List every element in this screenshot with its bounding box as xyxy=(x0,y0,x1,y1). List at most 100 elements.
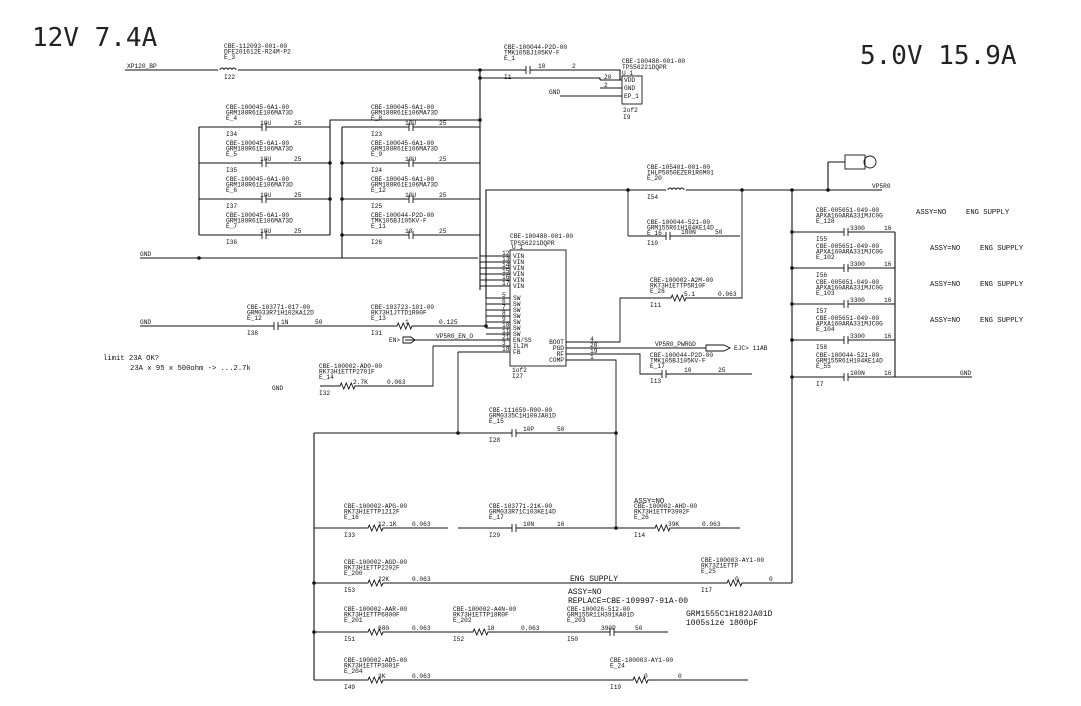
svg-text:I23: I23 xyxy=(371,131,382,138)
net-input-label: XP120_BP xyxy=(127,63,157,70)
svg-text:GND: GND xyxy=(624,85,635,92)
svg-text:0.125: 0.125 xyxy=(439,319,458,326)
svg-text:11: 11 xyxy=(502,328,510,335)
svg-text:GRM033R71H102KA12D: GRM033R71H102KA12D xyxy=(247,310,314,317)
svg-text:16: 16 xyxy=(884,370,892,377)
svg-text:RK73H1ETTP3001F: RK73H1ETTP3001F xyxy=(344,663,400,670)
svg-text:CBE-005651-049-00: CBE-005651-049-00 xyxy=(816,243,879,250)
svg-text:ENG SUPPLY: ENG SUPPLY xyxy=(980,317,1024,325)
capacitor-c12b: CBE-103771-017-00GRM033R71H102KA12DE_121… xyxy=(247,304,323,337)
svg-text:GRM188R61E106MA73D: GRM188R61E106MA73D xyxy=(226,182,293,189)
svg-text:50: 50 xyxy=(715,229,723,236)
svg-text:GRM188R61E106MA73D: GRM188R61E106MA73D xyxy=(371,182,438,189)
svg-text:10: 10 xyxy=(538,63,546,70)
svg-text:I38: I38 xyxy=(247,330,258,337)
svg-text:1N: 1N xyxy=(281,319,289,326)
svg-text:E_202: E_202 xyxy=(453,617,472,624)
svg-text:10: 10 xyxy=(405,228,413,235)
svg-text:12: 12 xyxy=(502,250,510,257)
svg-text:I29: I29 xyxy=(489,532,500,539)
svg-text:ENG SUPPLY: ENG SUPPLY xyxy=(966,209,1010,217)
svg-text:10U: 10U xyxy=(260,228,271,235)
svg-text:10U: 10U xyxy=(260,156,271,163)
svg-text:E_5: E_5 xyxy=(226,151,237,158)
svg-text:CBE-100044-P2D-00: CBE-100044-P2D-00 xyxy=(371,212,434,219)
capacitor-c103: CBE-005651-049-00APXA160ARA331MJC0GE_103… xyxy=(816,279,1024,315)
svg-text:50: 50 xyxy=(315,319,323,326)
svg-text:I28: I28 xyxy=(489,437,500,444)
svg-text:RK73H1ETTP2202F: RK73H1ETTP2202F xyxy=(344,565,400,572)
svg-text:3300: 3300 xyxy=(850,261,865,268)
svg-text:E_9: E_9 xyxy=(371,151,382,158)
svg-text:0: 0 xyxy=(735,576,739,583)
svg-text:E_7: E_7 xyxy=(226,223,237,230)
svg-text:E_103: E_103 xyxy=(816,290,835,297)
svg-text:0: 0 xyxy=(678,673,682,680)
svg-text:CBE-005651-049-00: CBE-005651-049-00 xyxy=(816,207,879,214)
svg-text:0: 0 xyxy=(644,673,648,680)
svg-text:39K: 39K xyxy=(668,521,679,528)
svg-text:16: 16 xyxy=(557,521,565,528)
note-replace: REPLACE=CBE-109997-91A-00 xyxy=(568,597,688,606)
svg-text:TMK105BJ105KV-F: TMK105BJ105KV-F xyxy=(650,358,706,365)
svg-text:I36: I36 xyxy=(226,239,237,246)
note-grm-part: GRM1555C1H182JA01D xyxy=(686,610,773,619)
svg-text:VDD: VDD xyxy=(624,77,635,84)
svg-text:CBE-100002-AAR-00: CBE-100002-AAR-00 xyxy=(344,606,407,613)
net-gnd-label: GND xyxy=(140,251,151,258)
svg-text:CBE-100044-521-00: CBE-100044-521-00 xyxy=(816,352,879,359)
net-en-src-label: EN> xyxy=(389,337,400,344)
svg-text:SW: SW xyxy=(513,301,521,308)
svg-text:EN/SS: EN/SS xyxy=(513,337,532,344)
svg-text:SW: SW xyxy=(513,331,521,338)
svg-text:GRM033R71C103KE14D: GRM033R71C103KE14D xyxy=(489,509,556,516)
svg-text:I22: I22 xyxy=(224,74,235,81)
svg-text:I57: I57 xyxy=(816,308,827,315)
net-output-label: VP5R0 xyxy=(872,183,891,190)
svg-text:2.7K: 2.7K xyxy=(353,379,368,386)
svg-text:E_14: E_14 xyxy=(319,374,334,381)
svg-text:GRM155R11H391KA01D: GRM155R11H391KA01D xyxy=(567,612,634,619)
svg-text:E_3: E_3 xyxy=(224,54,235,61)
svg-text:CBE-100002-A4N-00: CBE-100002-A4N-00 xyxy=(453,606,516,613)
note-limit-calc: 23A x 95 x 500ohm -> ...2.7k xyxy=(130,365,251,373)
resistor-r14: CBE-100002-AD0-00RK73H1ETTP2701FE_142.7K… xyxy=(319,363,406,397)
svg-text:TMK105BJ105KV-F: TMK105BJ105KV-F xyxy=(504,50,560,57)
svg-text:RK73H1JTTD1R00F: RK73H1JTTD1R00F xyxy=(371,310,427,317)
svg-text:3300: 3300 xyxy=(850,297,865,304)
svg-text:RK73H1ETTP1212F: RK73H1ETTP1212F xyxy=(344,509,400,516)
svg-text:3300: 3300 xyxy=(850,333,865,340)
svg-text:CBE-100045-6A1-00: CBE-100045-6A1-00 xyxy=(226,104,289,111)
svg-text:E_28: E_28 xyxy=(650,288,665,295)
ic-tps56221-power: CBE-100488-001-00 TPS56221DQPR U_1 2of2 … xyxy=(604,58,685,121)
svg-text:I31: I31 xyxy=(371,330,382,337)
svg-text:RK73H1ETTP5R10F: RK73H1ETTP5R10F xyxy=(650,283,706,290)
svg-text:E_55: E_55 xyxy=(816,363,831,370)
svg-text:25: 25 xyxy=(439,156,447,163)
resistor-r200: CBE-100002-AGD-00RK73H1ETTP2202FE_20022K… xyxy=(344,559,431,594)
svg-text:VIN: VIN xyxy=(513,253,524,260)
svg-text:U_1: U_1 xyxy=(622,70,633,77)
net-gnd-label: GND xyxy=(549,89,560,96)
svg-text:E_26: E_26 xyxy=(634,514,649,521)
svg-text:0.063: 0.063 xyxy=(412,625,431,632)
svg-text:I35: I35 xyxy=(226,167,237,174)
svg-text:RF: RF xyxy=(557,351,565,358)
svg-text:100N: 100N xyxy=(681,229,696,236)
svg-text:I52: I52 xyxy=(453,636,464,643)
svg-text:I56: I56 xyxy=(816,272,827,279)
svg-text:DFE201612E-R24M-P2: DFE201612E-R24M-P2 xyxy=(224,49,291,56)
heading-left: 12V 7.4A xyxy=(32,23,158,53)
svg-text:IHLP5050EZER1R0M01: IHLP5050EZER1R0M01 xyxy=(647,170,714,177)
capacitor-c8: CBE-100045-6A1-00GRM188R61E106MA73DE_810… xyxy=(371,104,447,138)
svg-text:CBE-100488-001-00: CBE-100488-001-00 xyxy=(510,233,573,240)
svg-text:13: 13 xyxy=(502,256,510,263)
svg-text:E_200: E_200 xyxy=(344,570,363,577)
